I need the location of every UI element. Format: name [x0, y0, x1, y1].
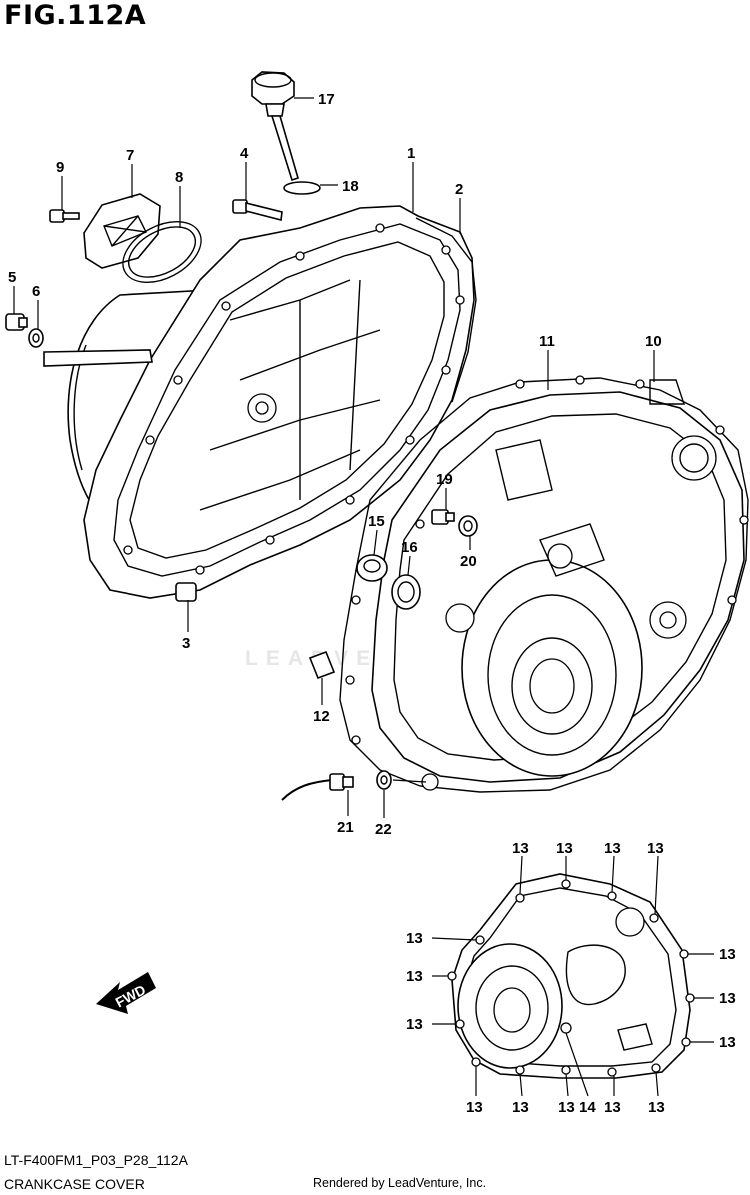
rendered-by-credit: Rendered by LeadVenture, Inc. [313, 1176, 487, 1190]
callout-13: 13 [719, 946, 736, 963]
part-22 [376, 770, 392, 790]
part-15 [356, 554, 388, 582]
callout-5: 5 [8, 269, 16, 286]
plug-5-part [5, 313, 28, 331]
part-21 [281, 773, 354, 801]
part-19 [431, 509, 455, 525]
callout-1: 1 [407, 145, 415, 162]
callout-10: 10 [645, 333, 662, 350]
callout-19: 19 [436, 471, 453, 488]
callout-20: 20 [460, 553, 477, 570]
callout-18: 18 [342, 178, 359, 195]
figure-title: FIG.112A [4, 0, 147, 31]
callout-13: 13 [558, 1099, 575, 1116]
crankcase-cover-1-part [43, 205, 475, 602]
callout-13: 13 [604, 1099, 621, 1116]
fwd-arrow-icon: FWD [96, 972, 156, 1014]
o-ring-18-part [283, 181, 321, 195]
diagram-code: LT-F400FM1_P03_P28_112A [4, 1152, 188, 1168]
callout-17: 17 [318, 91, 335, 108]
callout-13: 13 [466, 1099, 483, 1116]
callout-8: 8 [175, 169, 183, 186]
callout-7: 7 [126, 147, 134, 164]
callout-6: 6 [32, 283, 40, 300]
callout-13: 13 [719, 1034, 736, 1051]
bolt-9-part [49, 209, 80, 223]
callout-16: 16 [401, 539, 418, 556]
callout-13: 13 [406, 968, 423, 985]
callout-13: 13 [406, 930, 423, 947]
diagram-caption: CRANKCASE COVER [4, 1176, 145, 1192]
callout-22: 22 [375, 821, 392, 838]
callout-2: 2 [455, 181, 463, 198]
leader-lines [13, 97, 714, 1097]
part-16 [391, 574, 421, 610]
callout-9: 9 [56, 159, 64, 176]
part-12 [308, 650, 336, 680]
callout-13: 13 [647, 840, 664, 857]
callout-13: 13 [512, 840, 529, 857]
part-20 [458, 515, 478, 537]
callout-13: 13 [604, 840, 621, 857]
callout-3: 3 [182, 635, 190, 652]
callout-13: 13 [648, 1099, 665, 1116]
callout-11: 11 [539, 333, 555, 350]
callout-13: 13 [406, 1016, 423, 1033]
oil-filler-cap-part [251, 71, 299, 182]
callout-21: 21 [337, 819, 354, 836]
washer-6-part [28, 328, 44, 348]
callout-14: 14 [579, 1099, 596, 1116]
inset-cover-part [447, 873, 695, 1079]
callout-13: 13 [556, 840, 573, 857]
callout-13: 13 [719, 990, 736, 1007]
callout-15: 15 [368, 513, 385, 530]
bolt-4-part [232, 199, 283, 222]
gasket-8-inner [128, 226, 196, 278]
crankcase-cover-10-part [339, 375, 749, 793]
callout-12: 12 [313, 708, 330, 725]
callout-4: 4 [240, 145, 249, 162]
gasket-8-part [122, 221, 202, 283]
cover-7-part [83, 193, 161, 269]
callout-13: 13 [512, 1099, 529, 1116]
callout-labels: 17 18 1 2 4 7 8 9 5 6 3 11 10 19 15 16 2… [8, 91, 736, 1116]
gasket-2-part [415, 217, 477, 403]
